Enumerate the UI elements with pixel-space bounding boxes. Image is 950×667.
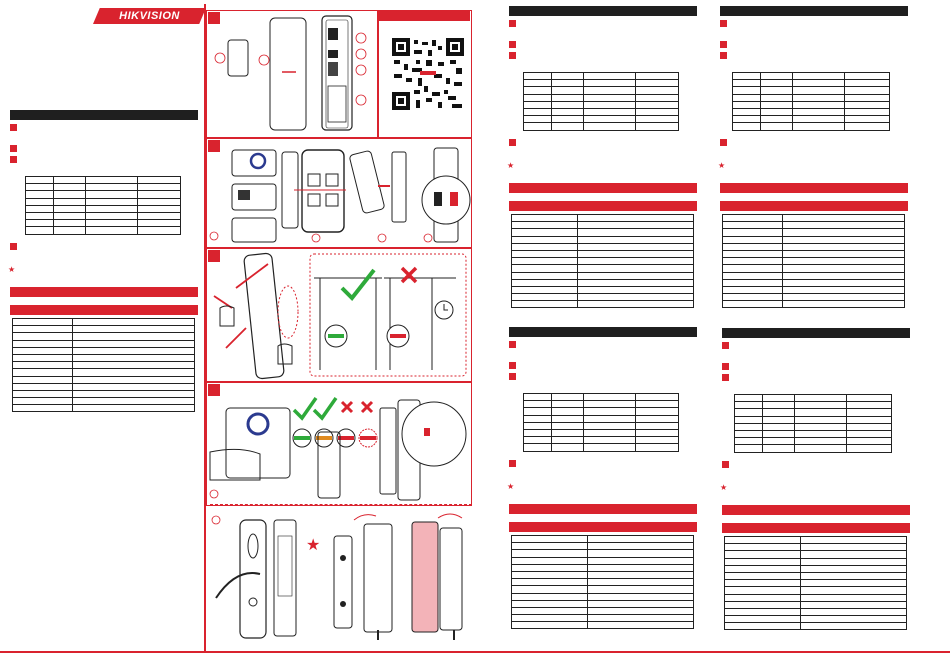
bullet-icon bbox=[509, 41, 516, 48]
star-icon: ★ bbox=[507, 161, 515, 170]
step-marker bbox=[208, 250, 220, 262]
parameter-table bbox=[724, 535, 907, 631]
section-header-bar bbox=[509, 183, 697, 193]
bullet-icon bbox=[509, 52, 516, 59]
section-header-bar bbox=[509, 201, 697, 211]
star-icon: ★ bbox=[306, 535, 320, 554]
dashed-divider bbox=[210, 504, 472, 505]
figure-panel-4 bbox=[206, 382, 472, 506]
step-marker bbox=[208, 384, 220, 396]
bullet-icon bbox=[10, 124, 17, 131]
step-marker bbox=[208, 12, 220, 24]
column-divider bbox=[204, 4, 206, 652]
bullet-icon bbox=[509, 139, 516, 146]
bullet-icon bbox=[720, 139, 727, 146]
qr-panel bbox=[378, 10, 472, 138]
section-header-bar bbox=[509, 504, 697, 514]
bullet-icon bbox=[10, 156, 17, 163]
star-icon: ★ bbox=[8, 265, 16, 274]
spec-table bbox=[523, 392, 679, 452]
step-marker bbox=[208, 140, 220, 152]
section-header-bar bbox=[722, 505, 910, 515]
section-header-bar bbox=[509, 6, 697, 16]
figure-panel-2 bbox=[206, 138, 472, 248]
spec-table bbox=[734, 393, 892, 453]
section-header-bar bbox=[10, 287, 198, 297]
bullet-icon bbox=[722, 461, 729, 468]
section-header-bar bbox=[722, 523, 910, 533]
spec-table bbox=[732, 71, 890, 131]
parameter-table bbox=[12, 317, 195, 413]
section-header-bar bbox=[509, 522, 697, 532]
section-header-bar bbox=[720, 183, 908, 193]
section-header-bar bbox=[10, 110, 198, 120]
bottom-divider bbox=[0, 651, 950, 653]
pairing-diagram bbox=[209, 147, 471, 243]
parameter-table bbox=[511, 534, 694, 630]
signal-test-diagram bbox=[209, 396, 467, 501]
installation-position-diagram bbox=[213, 252, 467, 380]
mounting-diagram: ★ bbox=[211, 513, 463, 640]
bullet-icon bbox=[720, 52, 727, 59]
qr-code-icon bbox=[392, 38, 464, 110]
qr-header-bar bbox=[379, 11, 470, 21]
device-parts-diagram bbox=[214, 15, 367, 131]
parameter-table bbox=[722, 213, 905, 309]
star-icon: ★ bbox=[507, 482, 515, 491]
section-header-bar bbox=[720, 6, 908, 16]
bullet-icon bbox=[509, 362, 516, 369]
bullet-icon bbox=[509, 20, 516, 27]
bullet-icon bbox=[509, 341, 516, 348]
bullet-icon bbox=[509, 373, 516, 380]
bullet-icon bbox=[720, 20, 727, 27]
bullet-icon bbox=[722, 342, 729, 349]
figure-panel-3 bbox=[206, 248, 472, 382]
figure-panel-1 bbox=[206, 10, 378, 138]
section-header-bar bbox=[10, 305, 198, 315]
section-header-bar bbox=[720, 201, 908, 211]
brand-logo: HIKVISION bbox=[93, 8, 206, 24]
star-icon: ★ bbox=[718, 161, 726, 170]
spec-table bbox=[523, 71, 679, 131]
bullet-icon bbox=[509, 460, 516, 467]
section-header-bar bbox=[509, 327, 697, 337]
star-icon: ★ bbox=[720, 483, 728, 492]
bullet-icon bbox=[10, 145, 17, 152]
spec-table bbox=[25, 175, 181, 235]
bullet-icon bbox=[722, 363, 729, 370]
bullet-icon bbox=[10, 243, 17, 250]
section-header-bar bbox=[722, 328, 910, 338]
bullet-icon bbox=[720, 41, 727, 48]
parameter-table bbox=[511, 213, 694, 309]
bullet-icon bbox=[722, 374, 729, 381]
